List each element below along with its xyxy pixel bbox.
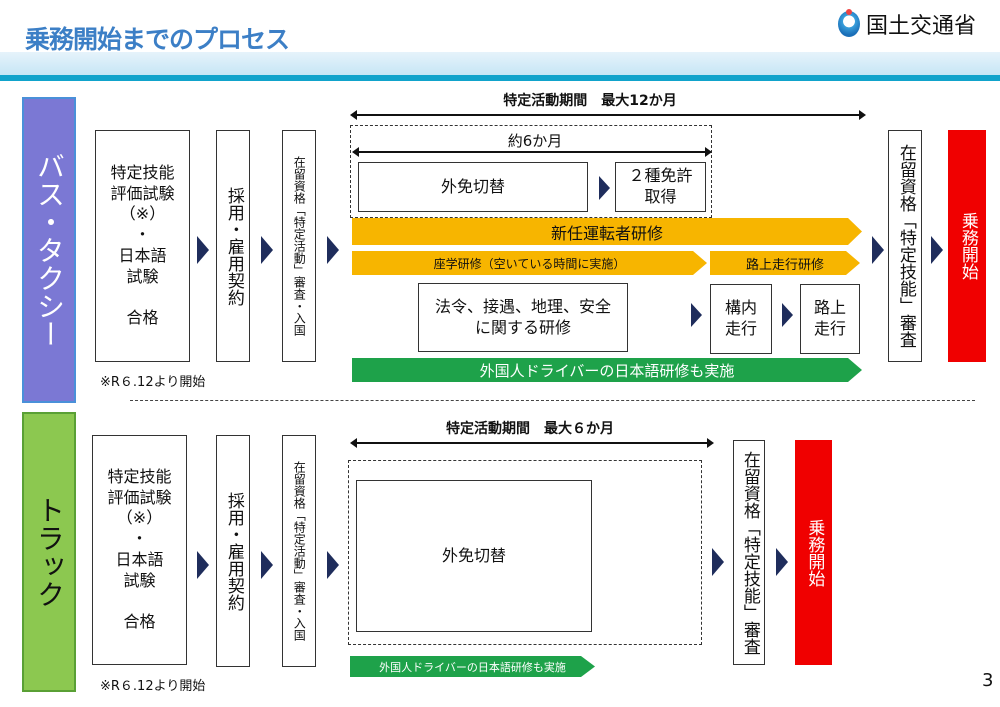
section-label-truck: トラック	[22, 412, 76, 692]
license-switch-box: 外免切替	[356, 480, 592, 632]
chevron-icon	[931, 236, 943, 264]
page-number: 3	[982, 670, 994, 691]
note: ※R６.12より開始	[100, 375, 206, 390]
hire-box: 採用・雇用契約	[216, 435, 250, 667]
chevron-icon	[872, 236, 884, 264]
six-month-arrow	[352, 148, 712, 156]
ssw-review-box: 在留資格「特定技能」審査	[733, 440, 765, 665]
exam-box: 特定技能 評価試験 （※） ・ 日本語 試験 合格	[92, 435, 187, 665]
note: ※R６.12より開始	[100, 679, 206, 694]
chevron-icon	[691, 303, 702, 327]
exam-box: 特定技能 評価試験 （※） ・ 日本語 試験 合格	[95, 130, 190, 362]
ministry-logo: 国土交通省	[838, 8, 976, 40]
mlit-logo-icon	[838, 9, 860, 37]
chevron-icon	[197, 236, 209, 264]
chevron-icon	[197, 551, 209, 579]
chevron-icon	[261, 551, 273, 579]
period-arrow	[350, 110, 866, 120]
ministry-name: 国土交通省	[866, 14, 977, 39]
header-bar	[0, 75, 1000, 81]
period-arrow	[350, 438, 714, 448]
road-training-arrow: 路上走行研修	[710, 251, 860, 275]
chevron-icon	[776, 548, 788, 576]
page-title: 乗務開始までのプロセス	[25, 25, 290, 54]
start-duty-box: 乗務開始	[948, 130, 986, 362]
chevron-icon	[712, 548, 724, 576]
new-driver-training-arrow: 新任運転者研修	[352, 218, 862, 245]
visa-box: 在留資格「特定活動」審査・入国	[282, 130, 316, 362]
law-training-box: 法令、接遇、地理、安全 に関する研修	[418, 283, 628, 352]
japanese-training-arrow: 外国人ドライバーの日本語研修も実施	[350, 656, 595, 677]
classroom-training-arrow: 座学研修（空いている時間に実施）	[352, 251, 707, 275]
premises-driving-box: 構内 走行	[710, 284, 772, 354]
six-month-label: 約6か月	[507, 132, 563, 150]
period-frame	[348, 460, 702, 645]
chevron-icon	[782, 303, 793, 327]
chevron-icon	[599, 176, 610, 200]
chevron-icon	[261, 236, 273, 264]
visa-box: 在留資格「特定活動」審査・入国	[282, 435, 316, 667]
section-label-bus: バス・タクシー	[22, 97, 76, 403]
header-band	[0, 52, 1000, 75]
period-label: 特定活動期間 最大６か月	[446, 421, 614, 437]
ssw-review-box: 在留資格「特定技能」審査	[888, 130, 922, 362]
start-duty-box: 乗務開始	[795, 440, 832, 665]
license-switch-box: 外免切替	[358, 162, 588, 212]
six-month-frame	[350, 125, 712, 218]
road-driving-box: 路上 走行	[800, 284, 860, 354]
period-label: 特定活動期間 最大12か月	[503, 93, 677, 109]
chevron-icon	[327, 236, 339, 264]
hire-box: 採用・雇用契約	[216, 130, 250, 362]
japanese-training-arrow: 外国人ドライバーの日本語研修も実施	[352, 358, 862, 382]
chevron-icon	[327, 551, 339, 579]
section-divider	[130, 400, 975, 401]
class2-license-box: ２種免許 取得	[615, 162, 706, 212]
